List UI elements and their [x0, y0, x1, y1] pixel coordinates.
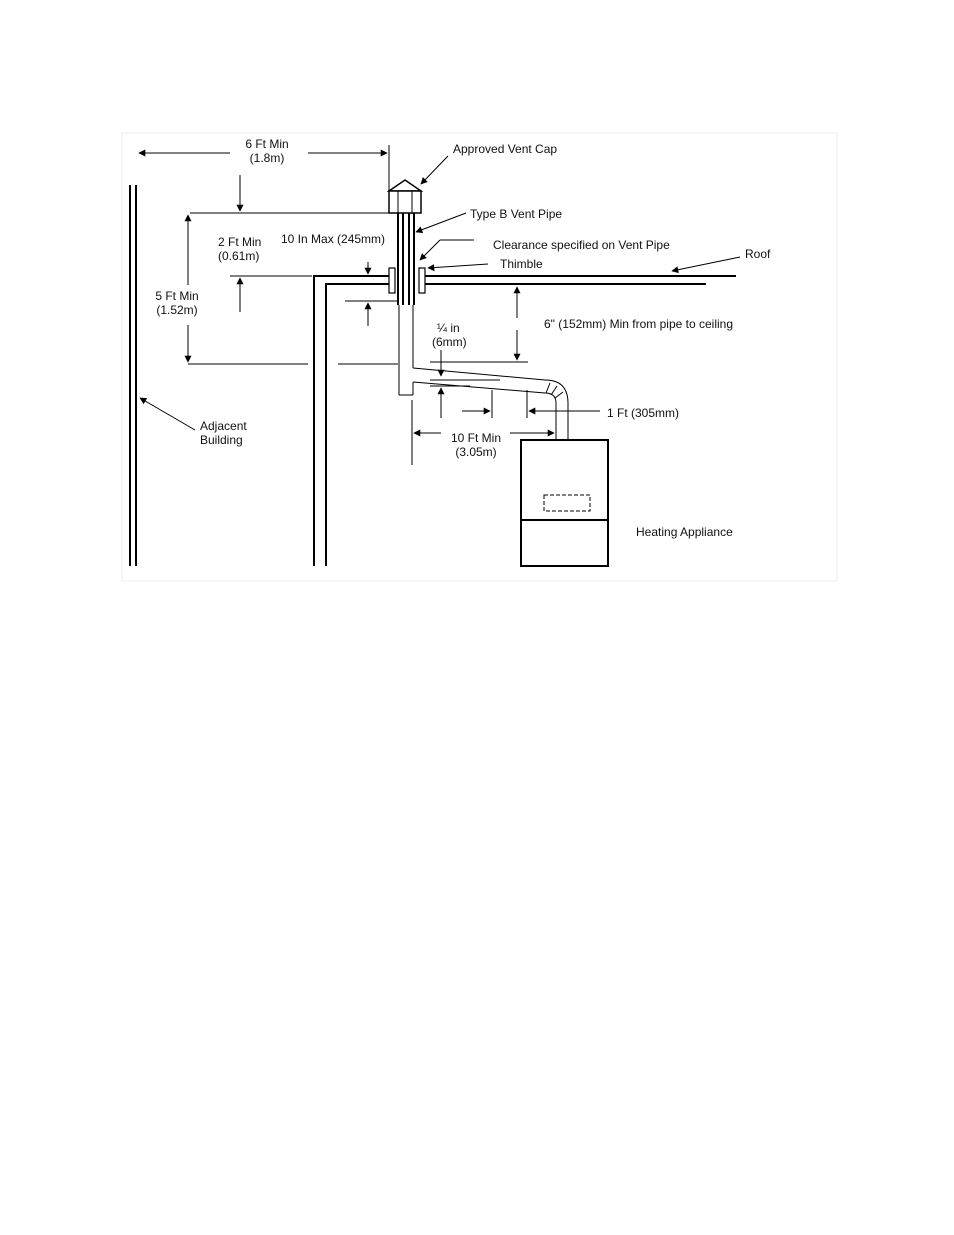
dimension-1ft	[462, 390, 600, 418]
label-thimble: Thimble	[500, 257, 543, 271]
type-b-vent-pipe	[398, 213, 414, 305]
label-6in-min: 6" (152mm) Min from pipe to ceiling	[544, 317, 733, 331]
label-heating-appliance: Heating Appliance	[636, 525, 733, 539]
adjacent-building-wall	[130, 185, 136, 566]
label-quarter-in: ¼ in	[437, 321, 460, 335]
figure-frame	[122, 133, 837, 581]
labels: 6 Ft Min (1.8m) Approved Vent Cap Type B…	[155, 137, 771, 539]
thimble	[389, 268, 425, 293]
vent-below-roof	[399, 305, 413, 395]
label-quarter-in-metric: (6mm)	[432, 335, 467, 349]
label-5ft-min-metric: (1.52m)	[156, 303, 197, 317]
heating-appliance	[521, 440, 608, 566]
label-type-b-vent-pipe: Type B Vent Pipe	[470, 207, 562, 221]
label-5ft-min: 5 Ft Min	[155, 289, 198, 303]
label-2ft-min: 2 Ft Min	[218, 235, 261, 249]
callout-leaders	[140, 156, 740, 430]
label-roof: Roof	[745, 247, 771, 261]
label-10ft-min-metric: (3.05m)	[455, 445, 496, 459]
label-1ft: 1 Ft (305mm)	[607, 406, 679, 420]
label-6ft-min: 6 Ft Min	[245, 137, 288, 151]
label-building: Building	[200, 433, 243, 447]
label-10ft-min: 10 Ft Min	[451, 431, 501, 445]
label-adjacent: Adjacent	[200, 419, 247, 433]
label-clearance: Clearance specified on Vent Pipe	[493, 238, 670, 252]
label-10in-max: 10 In Max (245mm)	[281, 232, 385, 246]
connector-pipe	[413, 368, 568, 440]
vent-cap	[389, 180, 421, 213]
label-approved-vent-cap: Approved Vent Cap	[453, 142, 557, 156]
label-2ft-min-metric: (0.61m)	[218, 249, 259, 263]
label-6ft-min-metric: (1.8m)	[250, 151, 285, 165]
